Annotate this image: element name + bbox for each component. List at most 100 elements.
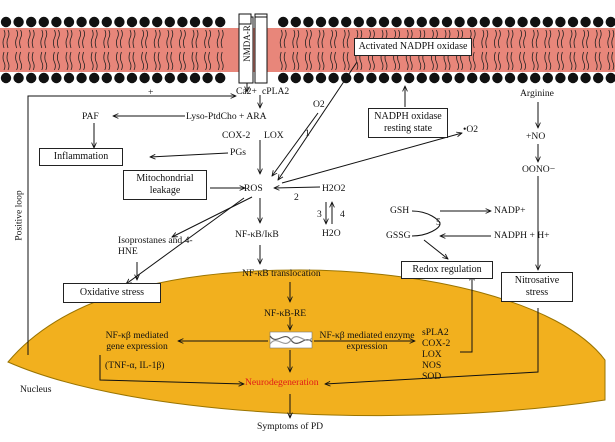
positive-loop-label: Positive loop <box>13 190 25 241</box>
lipid-tail <box>94 29 98 49</box>
lipid-tail <box>582 29 585 49</box>
lipid-head <box>479 72 490 84</box>
lipid-tail <box>128 29 132 49</box>
lipid-head <box>290 72 301 84</box>
lipid-head <box>429 16 440 28</box>
lipid-head <box>202 72 213 84</box>
lipid-tail <box>607 51 611 71</box>
lipid-head <box>567 16 579 28</box>
pgs-label: PGs <box>230 147 246 158</box>
enzyme-expression-label: NF-κβ mediated enzyme expression <box>318 330 416 352</box>
enzyme-list: sPLA2 COX-2 LOX NOS SOD <box>422 327 450 382</box>
lipid-tail <box>69 51 73 71</box>
lipid-head <box>13 72 24 84</box>
arginine-label: Arginine <box>520 88 554 99</box>
lipid-head <box>114 72 125 84</box>
lipid-head <box>89 72 100 84</box>
lipid-tail <box>283 51 287 71</box>
lipid-tail <box>519 29 522 49</box>
nadph-oxidase-resting-box: NADPH oxidase resting state <box>368 108 448 138</box>
lipid-tail <box>19 51 22 71</box>
redox-regulation-text: Redox regulation <box>412 264 482 275</box>
lipid-tail <box>90 29 94 49</box>
nfkb-ikb-label: NF-κB/IκB <box>235 229 279 240</box>
calcium-label: Ca2+ <box>236 86 257 97</box>
lipid-tail <box>598 29 602 49</box>
lipid-tail <box>6 29 10 49</box>
lipid-head <box>404 16 415 28</box>
lipid-tail <box>330 51 333 71</box>
lipid-tail <box>330 29 333 49</box>
lipid-tail <box>183 29 186 49</box>
step-2-label: 2 <box>294 192 299 203</box>
lipid-head <box>441 16 453 28</box>
lipid-tail <box>481 29 485 49</box>
lipid-tail <box>317 51 321 71</box>
lipid-head <box>366 72 377 84</box>
lipid-tail <box>53 51 56 71</box>
cox2-label: COX-2 <box>222 130 251 141</box>
lipid-tail <box>292 51 296 71</box>
lipid-tail <box>78 51 81 71</box>
nmda-receptor-label: NMDA-R <box>241 25 252 62</box>
lipid-head <box>63 16 75 28</box>
gene-expression-text: NF-κβ mediated gene expression <box>105 330 169 352</box>
lipid-tail <box>170 51 174 71</box>
lipid-head <box>555 72 566 84</box>
lipid-head <box>328 16 339 28</box>
oxidative-stress-box: Oxidative stress <box>63 283 161 303</box>
lipid-tail <box>342 51 346 71</box>
lipid-tail <box>179 29 182 49</box>
lipid-head <box>504 72 516 84</box>
superoxide-label: •O2 <box>463 124 479 135</box>
enzyme-item: COX-2 <box>422 338 451 349</box>
lipid-tail <box>120 51 123 71</box>
lipid-tail <box>309 51 312 71</box>
lipid-head <box>164 16 175 28</box>
lipid-tail <box>27 51 31 71</box>
lipid-tail <box>498 29 501 49</box>
lipid-tail <box>510 29 514 49</box>
lipid-head <box>202 16 213 28</box>
lipid-head <box>580 72 591 84</box>
lipid-tail <box>561 29 564 49</box>
lipid-tail <box>145 29 148 49</box>
lipid-tail <box>472 51 476 71</box>
lipid-tail <box>220 51 224 71</box>
activated-nadph-oxidase-box: Activated NADPH oxidase <box>354 38 472 56</box>
lipid-tail <box>569 51 573 71</box>
lipid-tail <box>157 51 161 71</box>
lipid-tail <box>321 51 325 71</box>
gssg-label: GSSG <box>386 230 411 241</box>
lipid-head <box>0 16 12 28</box>
lipid-head <box>366 16 377 28</box>
neurodegeneration-label: Neurodegeneration <box>245 377 319 388</box>
step-3-label: 3 <box>317 209 322 220</box>
lipid-tail <box>498 51 501 71</box>
enzyme-item: sPLA2 <box>422 327 449 338</box>
inflammation-box: Inflammation <box>39 148 123 166</box>
lipid-tail <box>586 29 589 49</box>
lipid-tail <box>103 29 107 49</box>
glutathione-cycle <box>411 210 441 237</box>
lipid-tail <box>166 51 170 71</box>
enzyme-item: NOS <box>422 360 442 371</box>
lipid-head <box>164 72 175 84</box>
lipid-head <box>51 16 62 28</box>
nadph-oxidase-resting-text: NADPH oxidase resting state <box>374 111 442 134</box>
lipid-tail <box>31 29 35 49</box>
lipid-head <box>76 72 87 84</box>
lipid-head <box>114 16 125 28</box>
inflammation-text: Inflammation <box>53 151 109 162</box>
lipid-head <box>567 72 579 84</box>
ros-label: ROS <box>244 183 263 194</box>
lipid-head <box>454 16 465 28</box>
lipid-tail <box>78 29 81 49</box>
lipid-tail <box>220 29 224 49</box>
lipid-tail <box>19 29 22 49</box>
step-5-label: 5 <box>436 217 441 228</box>
lipid-tail <box>120 29 123 49</box>
lipid-head <box>353 72 364 84</box>
plus-no-label: +NO <box>526 131 546 142</box>
lipid-head <box>76 16 87 28</box>
